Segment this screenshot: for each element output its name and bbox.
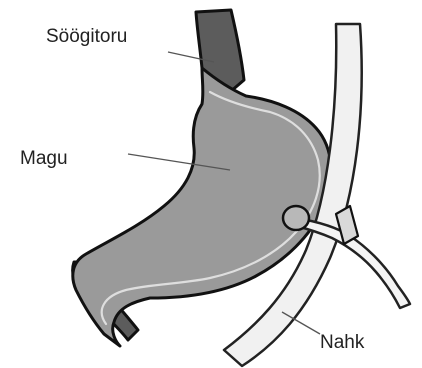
esophagus-label: Söögitoru bbox=[46, 26, 127, 47]
stomach-label: Magu bbox=[20, 148, 68, 169]
skin-label: Nahk bbox=[320, 332, 365, 353]
tube-bumper bbox=[283, 206, 309, 230]
